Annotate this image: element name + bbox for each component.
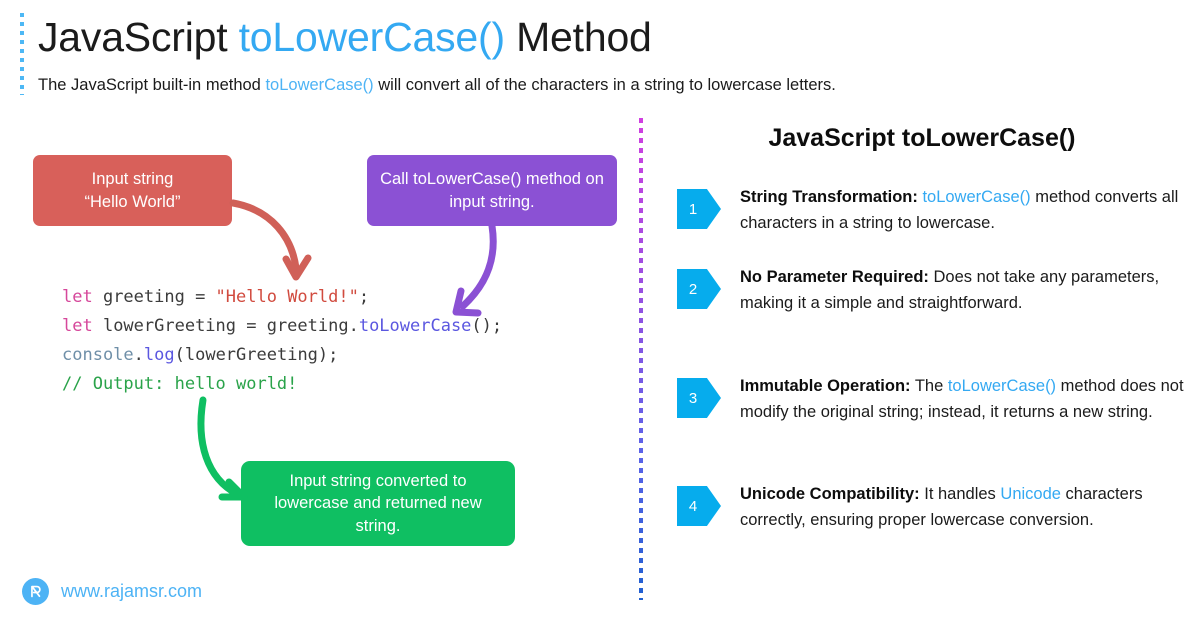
point-lead-3: Immutable Operation: [740, 377, 911, 395]
point-body-3a: The [910, 377, 948, 395]
point-badge-3: 3 [677, 378, 721, 418]
point-body-4a: It handles [919, 485, 1001, 503]
code-method-tolowercase: toLowerCase [358, 316, 472, 336]
code-keyword-let-1: let [62, 287, 93, 307]
header-accent-dotted-line [20, 13, 24, 95]
page-title-highlight: toLowerCase() [238, 14, 505, 60]
page-subtitle-highlight: toLowerCase() [265, 76, 374, 94]
rajamsr-logo-icon [22, 578, 49, 605]
point-lead-1: String Transformation: [740, 188, 918, 206]
point-highlight-1: toLowerCase() [922, 188, 1031, 206]
code-line3-dot: . [133, 345, 144, 365]
footer[interactable]: www.rajamsr.com [22, 578, 202, 605]
code-method-log: log [143, 345, 175, 365]
point-text-3: Immutable Operation: The toLowerCase() m… [740, 374, 1184, 426]
point-lead-4: Unicode Compatibility: [740, 485, 920, 503]
code-line3-end: (lowerGreeting); [174, 345, 339, 365]
point-body-2a: Does not take any parameters, making it … [740, 268, 1160, 312]
footer-url[interactable]: www.rajamsr.com [61, 581, 203, 601]
panel-title: JavaScript toLowerCase() [768, 124, 1076, 152]
page-title-pre: JavaScript [38, 14, 239, 60]
logo-r-glyph [31, 585, 41, 598]
point-highlight-4: Unicode [1000, 485, 1061, 503]
page-title: JavaScript toLowerCase() Method [38, 12, 652, 63]
point-badge-4: 4 [677, 486, 721, 526]
point-text-4: Unicode Compatibility: It handles Unicod… [740, 482, 1184, 534]
red-arrow [229, 199, 312, 281]
callout-call-method: Call toLowerCase() method on input strin… [367, 155, 617, 226]
code-line2-mid: lowerGreeting = greeting. [92, 316, 359, 336]
page-subtitle-post: will convert all of the characters in a … [373, 76, 836, 94]
vertical-dotted-divider [639, 118, 643, 600]
point-text-2: No Parameter Required: Does not take any… [740, 265, 1184, 317]
point-body-3b: method does not modify the original stri… [740, 377, 1184, 421]
code-snippet: let greeting = "Hello World!"; let lower… [62, 283, 502, 399]
list-item: 2 No Parameter Required: Does not take a… [677, 265, 1184, 317]
point-highlight-3: toLowerCase() [947, 377, 1057, 395]
list-item: 3 Immutable Operation: The toLowerCase()… [677, 374, 1184, 426]
point-body-4b: characters correctly, ensuring proper lo… [740, 485, 1143, 529]
list-item: 1 String Transformation: toLowerCase() m… [677, 185, 1184, 237]
green-arrow [197, 396, 248, 501]
point-badge-2: 2 [677, 269, 721, 309]
point-badge-1: 1 [677, 189, 721, 229]
header: JavaScript toLowerCase() Method The Java… [0, 0, 1200, 108]
page-title-post: Method [504, 14, 652, 60]
point-lead-2: No Parameter Required: [740, 268, 929, 286]
point-body-1b: method converts all characters in a stri… [740, 188, 1179, 232]
code-object-console: console [62, 345, 134, 365]
code-line1-end: ; [358, 287, 370, 307]
page-subtitle-pre: The JavaScript built-in method [38, 76, 266, 94]
code-line2-end: (); [471, 316, 503, 336]
callout-output-result: Input string converted to lowercase and … [241, 461, 515, 546]
code-line1-mid: greeting = [92, 287, 216, 307]
callout-input-string: Input string “Hello World” [33, 155, 232, 226]
page-subtitle: The JavaScript built-in method toLowerCa… [38, 76, 836, 95]
code-comment-output: // Output: hello world! [62, 374, 298, 394]
code-keyword-let-2: let [62, 316, 93, 336]
list-item: 4 Unicode Compatibility: It handles Unic… [677, 482, 1184, 534]
point-text-1: String Transformation: toLowerCase() met… [740, 185, 1184, 237]
code-string-literal: "Hello World!" [215, 287, 359, 307]
